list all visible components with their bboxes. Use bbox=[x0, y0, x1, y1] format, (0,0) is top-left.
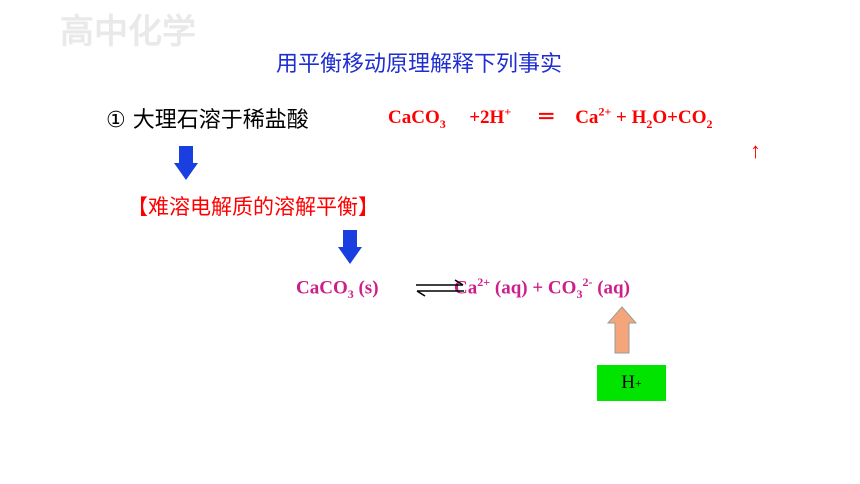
equilibrium-arrows-icon bbox=[416, 279, 464, 297]
product-co2-sub: 2 bbox=[706, 116, 713, 131]
fact-item: ① 大理石溶于稀盐酸 bbox=[106, 108, 309, 133]
product-ca: Ca bbox=[575, 107, 599, 128]
slide-title: 用平衡移动原理解释下列事实 bbox=[276, 52, 563, 77]
reactant-caco3-sub: 3 bbox=[439, 116, 446, 131]
eq-co3-sub: 3 bbox=[576, 287, 583, 302]
reaction-equation: CaCO3 +2H+ ＝ Ca2+ + H2O+CO2 bbox=[388, 102, 713, 132]
eq-ca-charge: 2+ bbox=[477, 275, 491, 289]
gas-up-arrow: ↑ bbox=[750, 138, 761, 163]
h-ion-symbol: H bbox=[621, 372, 635, 393]
eq-co3-charge: 2- bbox=[582, 275, 593, 289]
eq-ca-state: (aq) + CO bbox=[490, 277, 577, 299]
reactant-h-charge: + bbox=[504, 104, 512, 119]
reactant-caco3: CaCO bbox=[388, 107, 440, 128]
watermark: 高中化学 bbox=[60, 12, 196, 52]
product-water-sub: 2 bbox=[646, 116, 653, 131]
reactant-h: +2H bbox=[469, 107, 505, 128]
product-ca-charge: 2+ bbox=[598, 104, 612, 119]
h-ion-box: H+ bbox=[597, 365, 666, 401]
down-arrow-icon bbox=[338, 230, 362, 264]
eq-solid-state: (s) bbox=[353, 277, 379, 299]
section-heading: 【难溶电解质的溶解平衡】 bbox=[127, 195, 379, 219]
eq-solid-sub: 3 bbox=[347, 287, 354, 302]
up-arrow-icon bbox=[607, 306, 637, 354]
eq-solid: CaCO bbox=[296, 277, 348, 299]
h-ion-charge: + bbox=[634, 375, 642, 390]
product-h: + H bbox=[616, 107, 647, 128]
eq-co3-state: (aq) bbox=[592, 277, 630, 299]
product-co: O+CO bbox=[652, 107, 707, 128]
equals-sign: ＝ bbox=[536, 107, 556, 128]
down-arrow-icon bbox=[174, 146, 198, 180]
